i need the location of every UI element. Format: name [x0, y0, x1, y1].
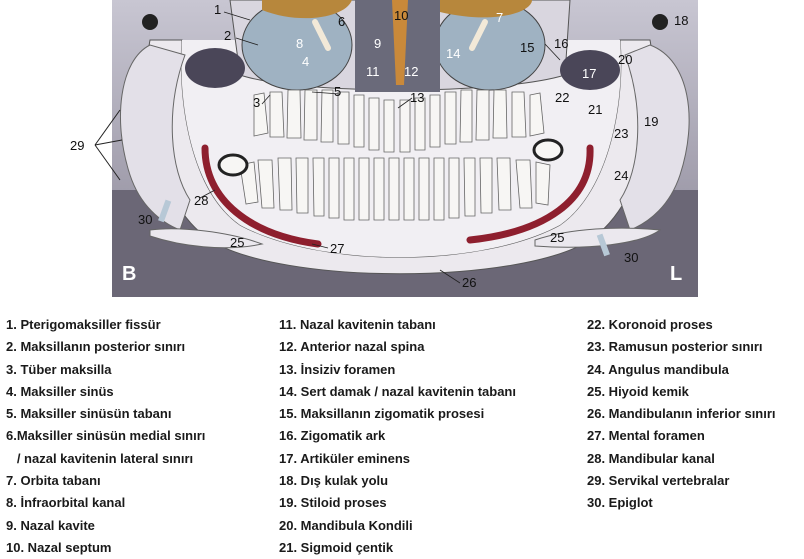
- legend-item: 3. Tüber maksilla: [6, 359, 205, 381]
- callout-26: 26: [462, 275, 476, 290]
- callout-2: 2: [224, 28, 231, 43]
- callout-16: 16: [554, 36, 568, 51]
- third-molar-left: [219, 155, 247, 175]
- legend-item: 10. Nazal septum: [6, 537, 205, 559]
- callout-4: 4: [302, 54, 309, 69]
- panoramic-radiograph-diagram: B L 1 2 3 4 5 6 7 8 9 10 11 12 13 14 15 …: [0, 0, 804, 300]
- ear-canal-left: [142, 14, 158, 30]
- legend-item: 29. Servikal vertebralar: [587, 470, 776, 492]
- corner-label-left: B: [122, 263, 136, 285]
- callout-10: 10: [394, 8, 408, 23]
- callout-7: 7: [496, 10, 503, 25]
- legend-item: 23. Ramusun posterior sınırı: [587, 336, 776, 358]
- legend-item: 16. Zigomatik ark: [279, 425, 516, 447]
- legend-item: 24. Angulus mandibula: [587, 359, 776, 381]
- callout-8: 8: [296, 36, 303, 51]
- callout-9: 9: [374, 36, 381, 51]
- callout-5: 5: [334, 84, 341, 99]
- callout-3: 3: [253, 95, 260, 110]
- legend-item: / nazal kavitenin lateral sınırı: [6, 448, 205, 470]
- legend-item: 12. Anterior nazal spina: [279, 336, 516, 358]
- callout-27: 27: [330, 241, 344, 256]
- legend-item: 2. Maksillanın posterior sınırı: [6, 336, 205, 358]
- callout-23: 23: [614, 126, 628, 141]
- legend-item: 26. Mandibulanın inferior sınırı: [587, 403, 776, 425]
- legend-item: 5. Maksiller sinüsün tabanı: [6, 403, 205, 425]
- callout-22: 22: [555, 90, 569, 105]
- legend-item: 6.Maksiller sinüsün medial sınırı: [6, 425, 205, 447]
- legend-item: 20. Mandibula Kondili: [279, 515, 516, 537]
- callout-11: 11: [366, 64, 380, 79]
- callout-30-right: 30: [624, 250, 638, 265]
- callout-28: 28: [194, 193, 208, 208]
- corner-label-right: L: [670, 263, 682, 285]
- callout-1: 1: [214, 2, 221, 17]
- callout-13: 13: [410, 90, 424, 105]
- callout-14: 14: [446, 46, 460, 61]
- legend-item: 21. Sigmoid çentik: [279, 537, 516, 559]
- callout-25-left: 25: [230, 235, 244, 250]
- legend-item: 1. Pterigomaksiller fissür: [6, 314, 205, 336]
- legend-item: 22. Koronoid proses: [587, 314, 776, 336]
- callout-24: 24: [614, 168, 628, 183]
- third-molar-right: [534, 140, 562, 160]
- legend-item: 25. Hiyoid kemik: [587, 381, 776, 403]
- callout-29: 29: [70, 138, 84, 153]
- legend-item: 7. Orbita tabanı: [6, 470, 205, 492]
- legend-item: 14. Sert damak / nazal kavitenin tabanı: [279, 381, 516, 403]
- legend-item: 9. Nazal kavite: [6, 515, 205, 537]
- legend-item: 4. Maksiller sinüs: [6, 381, 205, 403]
- callout-19: 19: [644, 114, 658, 129]
- legend-item: 19. Stiloid proses: [279, 492, 516, 514]
- legend-item: 27. Mental foramen: [587, 425, 776, 447]
- legend-item: 13. İnsiziv foramen: [279, 359, 516, 381]
- callout-12: 12: [404, 64, 418, 79]
- callout-30-left: 30: [138, 212, 152, 227]
- callout-21: 21: [588, 102, 602, 117]
- callout-25-right: 25: [550, 230, 564, 245]
- legend-item: 18. Dış kulak yolu: [279, 470, 516, 492]
- callout-17: 17: [582, 66, 596, 81]
- legend-item: 11. Nazal kavitenin tabanı: [279, 314, 516, 336]
- callout-18: 18: [674, 13, 688, 28]
- callout-6: 6: [338, 14, 345, 29]
- callout-20: 20: [618, 52, 632, 67]
- legend-item: 17. Artiküler eminens: [279, 448, 516, 470]
- legend-item: 15. Maksillanın zigomatik prosesi: [279, 403, 516, 425]
- callout-15: 15: [520, 40, 534, 55]
- legend-item: 28. Mandibular kanal: [587, 448, 776, 470]
- legend-item: 8. İnfraorbital kanal: [6, 492, 205, 514]
- condyle-left: [185, 48, 245, 88]
- legend-item: 30. Epiglot: [587, 492, 776, 514]
